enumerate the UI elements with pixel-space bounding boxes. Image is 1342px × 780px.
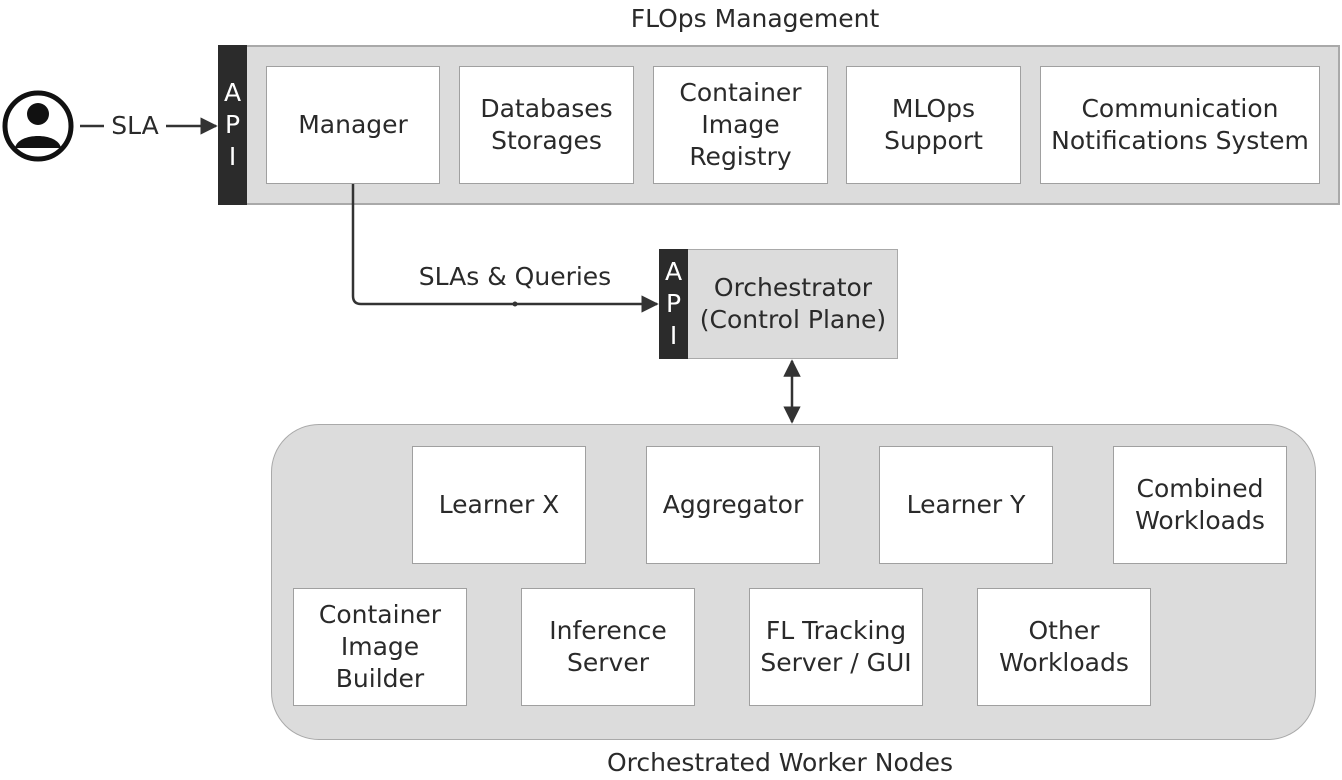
user-icon: [2, 90, 74, 162]
slas-queries-label: SLAs & Queries: [418, 262, 612, 291]
aggregator-box: Aggregator: [646, 446, 820, 564]
management-api-bar: A P I: [218, 45, 247, 205]
sla-label: SLA: [111, 111, 159, 140]
workers-title: Orchestrated Worker Nodes: [606, 748, 954, 777]
api-letter: P: [224, 110, 241, 139]
mlops-support-box: MLOps Support: [846, 66, 1021, 184]
manager-to-orchestrator-line: [351, 184, 659, 313]
communication-notifications-box: Communication Notifications System: [1040, 66, 1320, 184]
orchestrator-label: Orchestrator (Control Plane): [699, 273, 887, 334]
api-letter: P: [665, 289, 682, 318]
manager-box: Manager: [266, 66, 440, 184]
management-title: FLOps Management: [630, 4, 880, 33]
api-letter: A: [664, 257, 683, 286]
orchestrator-api-bar: A P I: [659, 249, 688, 359]
learner-y-box: Learner Y: [879, 446, 1053, 564]
orchestrator-panel: [659, 249, 898, 359]
container-image-builder-box: Container Image Builder: [293, 588, 467, 706]
other-workloads-box: Other Workloads: [977, 588, 1151, 706]
api-letter: A: [223, 78, 242, 107]
inference-server-box: Inference Server: [521, 588, 695, 706]
container-image-registry-box: Container Image Registry: [653, 66, 828, 184]
api-letter: I: [669, 321, 678, 350]
combined-workloads-box: Combined Workloads: [1113, 446, 1287, 564]
learner-x-box: Learner X: [412, 446, 586, 564]
api-letter: I: [228, 142, 237, 171]
fl-tracking-server-box: FL Tracking Server / GUI: [749, 588, 923, 706]
databases-storages-box: Databases Storages: [459, 66, 634, 184]
connector-dot: [512, 301, 518, 307]
